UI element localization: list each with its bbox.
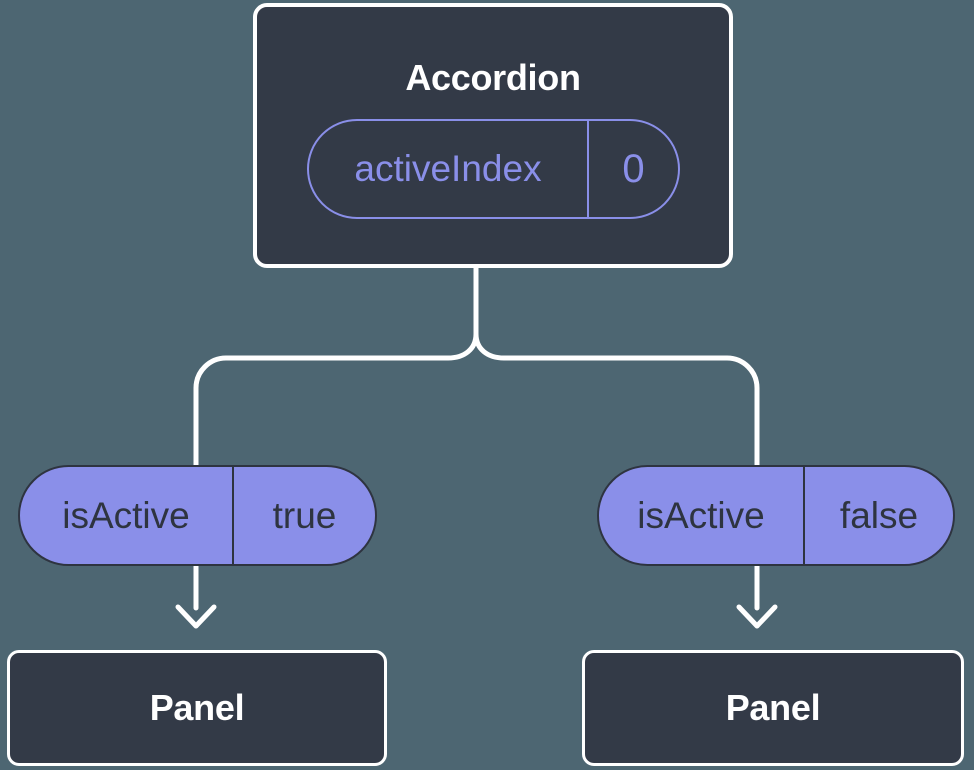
- connector-trunk-left-branch: [193, 259, 479, 611]
- panel-node-title: Panel: [725, 687, 821, 728]
- state-pill-label: activeIndex: [309, 121, 589, 217]
- state-pill: activeIndex 0: [307, 119, 680, 219]
- panel-node-title: Panel: [149, 687, 245, 728]
- connector-right-branch: [473, 331, 760, 611]
- panel-node-left: Panel: [7, 650, 387, 766]
- state-pill-value: 0: [622, 146, 645, 191]
- panel-node-right: Panel: [582, 650, 964, 766]
- prop-pill-label: isActive: [20, 467, 234, 564]
- arrow-down-icon: [736, 604, 778, 629]
- prop-pill-isactive-false: isActive false: [597, 465, 955, 566]
- accordion-node: Accordion activeIndex 0: [253, 3, 733, 268]
- arrow-down-icon: [175, 604, 217, 629]
- prop-pill-label: isActive: [599, 467, 805, 564]
- prop-pill-value: true: [272, 494, 337, 536]
- accordion-node-title: Accordion: [405, 57, 581, 98]
- prop-pill-isactive-true: isActive true: [18, 465, 377, 566]
- prop-pill-value: false: [839, 494, 919, 536]
